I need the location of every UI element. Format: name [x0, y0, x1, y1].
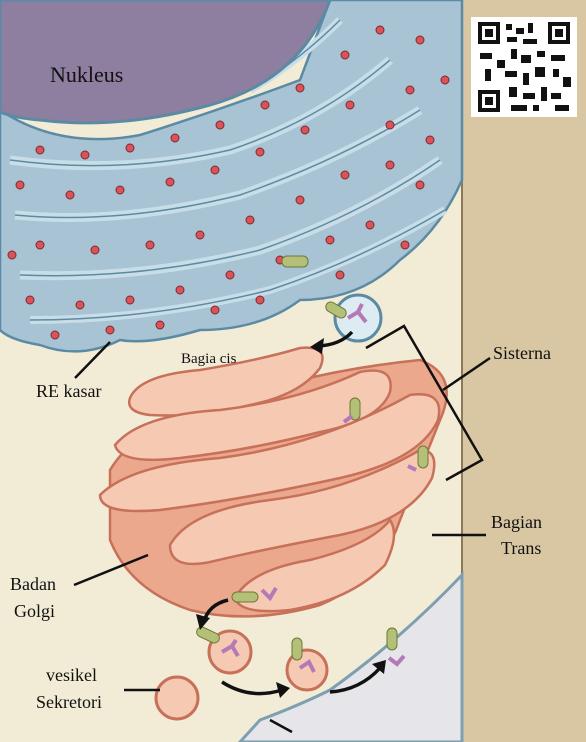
er-transport-vesicle [281, 255, 383, 343]
nucleus [0, 0, 332, 125]
label-trans-face-line2: Trans [501, 538, 542, 558]
label-cis-face: Bagia cis [181, 351, 237, 367]
label-nucleus: Nukleus [50, 62, 124, 87]
ribosomes [7, 25, 450, 340]
label-secretory-vesicle-line1: vesikel [46, 665, 97, 685]
label-secretory-vesicle-line2: Sekretori [36, 692, 102, 712]
label-golgi-body-line2: Golgi [14, 601, 56, 621]
arrow-heads [196, 338, 386, 698]
label-golgi-body-line1: Badan [10, 574, 56, 594]
plasma-membrane [237, 571, 464, 742]
qr-code [471, 17, 577, 117]
cell-wall [462, 0, 586, 742]
label-rough-er: RE kasar [36, 381, 102, 401]
secretory-vesicles [154, 626, 406, 721]
leader-lines [73, 324, 491, 734]
golgi-apparatus [98, 346, 448, 618]
rough-er [0, 0, 464, 353]
label-cisternae: Sisterna [493, 343, 551, 363]
label-trans-face-line1: Bagian [491, 512, 542, 532]
qr-code-icon [471, 17, 577, 117]
